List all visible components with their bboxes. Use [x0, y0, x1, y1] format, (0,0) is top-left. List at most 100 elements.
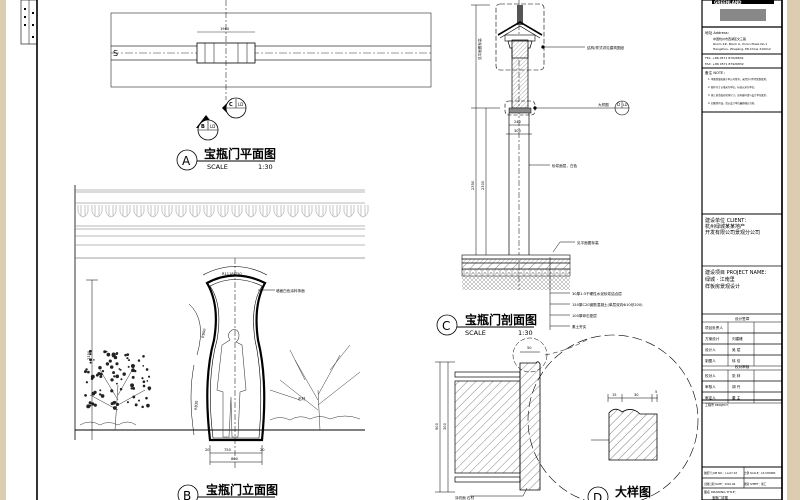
client-name: 开发有限公司景观分公司 [705, 229, 760, 236]
dim-text: 300 [443, 422, 447, 430]
callout-sheet: LD [210, 124, 215, 129]
scale-value: 1:30 [518, 329, 533, 337]
dim-text: 240 [514, 120, 522, 124]
project-name: 样板房景观设计 [705, 283, 740, 290]
dim-text: 500 [435, 422, 439, 430]
section-note: 砂浆面层，白色 [552, 163, 578, 168]
coping-ornament [77, 205, 369, 218]
note-line: 3. 施工前请核对现场尺寸，如有疑问请与设计单位联系。 [708, 93, 768, 97]
callout-sheet: LD [238, 102, 243, 107]
section-note: 大样图 [598, 102, 609, 107]
dim-text: 2350 [87, 350, 91, 360]
view-title: 宝瓶门立面图 [206, 482, 278, 497]
dim-text: 30 [634, 393, 639, 397]
fax: FAX: +86 0571 87926832 [705, 62, 744, 66]
section-callout-b[interactable]: B LD [196, 115, 219, 141]
sign-cell: 方案设计 [705, 336, 720, 341]
dim-text: 860 [231, 457, 239, 461]
sign-row [701, 354, 783, 367]
scale-info: 比例 SCALE：AS SHOWN [744, 471, 775, 475]
cad-drawing: 1960 S B LD C LD A 宝瓶门平面图 SCALE 1:30 [20, 0, 783, 500]
note-line: 1. 本图纸版权属于本公司所有，未经许可不得复制使用。 [708, 77, 768, 81]
elevation-view-b[interactable]: R1118/750 R900 R830 2350 750 860 20 20 [74, 185, 369, 470]
drawing-sheet: 1960 S B LD C LD A 宝瓶门平面图 SCALE 1:30 [6, 0, 787, 500]
human-figure [216, 329, 247, 438]
detail-view-d[interactable]: 50 15 30 5 500 300 涂仿面 石材 [435, 334, 699, 500]
sheet-info: 图别 SHEET：施工 [744, 482, 767, 486]
dim-text: 见平面图标高 [477, 38, 482, 60]
view-letter: B [183, 489, 191, 500]
note-line: 2. 图中尺寸以毫米为单位，标高以米为单位。 [708, 85, 756, 89]
break-mark-icon: S [113, 49, 118, 58]
view-letter: C [442, 319, 450, 333]
drawing-title: 宝瓶门详图 [712, 495, 728, 500]
sheet-frame [20, 0, 783, 500]
radius-dim: R830 [194, 400, 199, 410]
layer-note: 100厚碎石垫层 [572, 313, 597, 318]
sign-cell: 吴 斌 [732, 347, 741, 352]
client-label: 建设单位 CLIENT： [705, 217, 749, 224]
callout-sheet: LD [623, 103, 628, 107]
dim-text: 2350 [471, 180, 475, 190]
detail-callout-d[interactable]: D LD [614, 100, 630, 116]
sign-cell: 徐 佳 [732, 358, 741, 363]
plan-view-a[interactable]: 1960 S [110, 0, 432, 100]
sign-cell: 审定人 [705, 395, 716, 400]
material-note: 墙面白色涂料饰面 [276, 288, 305, 293]
dim-text: 2300 [481, 180, 485, 190]
view-letter: D [593, 491, 602, 500]
notes-label: 备注 NOTE： [705, 70, 727, 75]
title-detail-d: D 大样图 [587, 484, 651, 500]
callout-letter: C [229, 102, 233, 108]
address-line: 中国杭州市西湖区文三路 [713, 36, 746, 41]
sign-cell: 张 林 [732, 373, 741, 378]
view-title: 宝瓶门平面图 [204, 146, 276, 161]
check-header: 校对审核 [735, 364, 750, 369]
address-line: Room 2#, Block A, Union Plaza No.1 [713, 42, 767, 46]
address-label: 地址 Address： [705, 30, 731, 35]
callout-letter: D [617, 102, 620, 107]
drawing-title-label: 图名 DRAWING TITLE： [704, 489, 738, 494]
layer-note: 30厚1:3干硬性水泥砂浆结合层 [572, 291, 622, 296]
sign-cell: 项目负责人 [705, 325, 723, 330]
sign-header: 设计签章 [735, 316, 750, 321]
scale-value: 1:30 [258, 163, 273, 171]
address-line: Hangzhou, Zhejiang, PR.China 310012 [713, 47, 771, 51]
project-no-label: 工程号 PROJECT： [705, 402, 731, 407]
sign-cell: 刘建峰 [732, 336, 743, 341]
material-note: 石材 [298, 396, 306, 401]
date-info: 出图日期 DATE：2010.06 [704, 482, 736, 486]
view-title: 大样图 [615, 484, 651, 499]
title-block: GREENLAND 地址 Address： 中国杭州市西湖区文三路 Room 2… [701, 0, 783, 500]
note-line: 4. 如图纸有误，请以设计单位最终确认为准。 [708, 101, 756, 105]
sign-cell: 制图人 [705, 358, 716, 363]
dim-text: 300 [514, 129, 522, 133]
sign-cell: 董 主 [732, 395, 741, 400]
radius-arc [190, 364, 195, 436]
title-plan-a: A 宝瓶门平面图 SCALE 1:30 [176, 146, 276, 171]
view-title: 宝瓶门剖面图 [465, 312, 537, 327]
dim-text: 50 [527, 346, 532, 350]
scale-label: SCALE [207, 163, 228, 171]
client-name: 杭州绿城某某地产 [705, 223, 745, 230]
radius-dim: R900 [201, 328, 207, 339]
dim-text: 5 [655, 390, 657, 394]
section-callout-c[interactable]: C LD [222, 97, 247, 119]
sign-row [701, 391, 783, 404]
layer-note: 150厚C20钢筋混凝土(单层双向Φ10@200) [572, 302, 643, 307]
tree-right [269, 344, 361, 431]
title-elevation-b: B 宝瓶门立面图 [177, 482, 278, 500]
section-view-c[interactable]: 结构/样式详见建筑图纸 大样图 砂浆面层，白色 见平面图标高 D LD 见平面图… [461, 0, 643, 330]
sign-cell: 校对人 [705, 373, 716, 378]
view-letter: A [182, 154, 191, 168]
sign-cell: 胡 丹 [732, 384, 741, 389]
tel: TEL: +86 0571 87926832 [704, 56, 744, 60]
scale-label: SCALE [465, 329, 486, 337]
dim-text: 20 [205, 448, 210, 452]
callout-letter: B [201, 124, 205, 130]
plan-dim: 1960 [220, 27, 230, 31]
radius-arc [188, 303, 201, 356]
job-no: 图纸号 JOB NO.：LA-07-03 [704, 471, 737, 475]
dim-text: 15 [612, 393, 617, 397]
tree-left [83, 349, 152, 431]
